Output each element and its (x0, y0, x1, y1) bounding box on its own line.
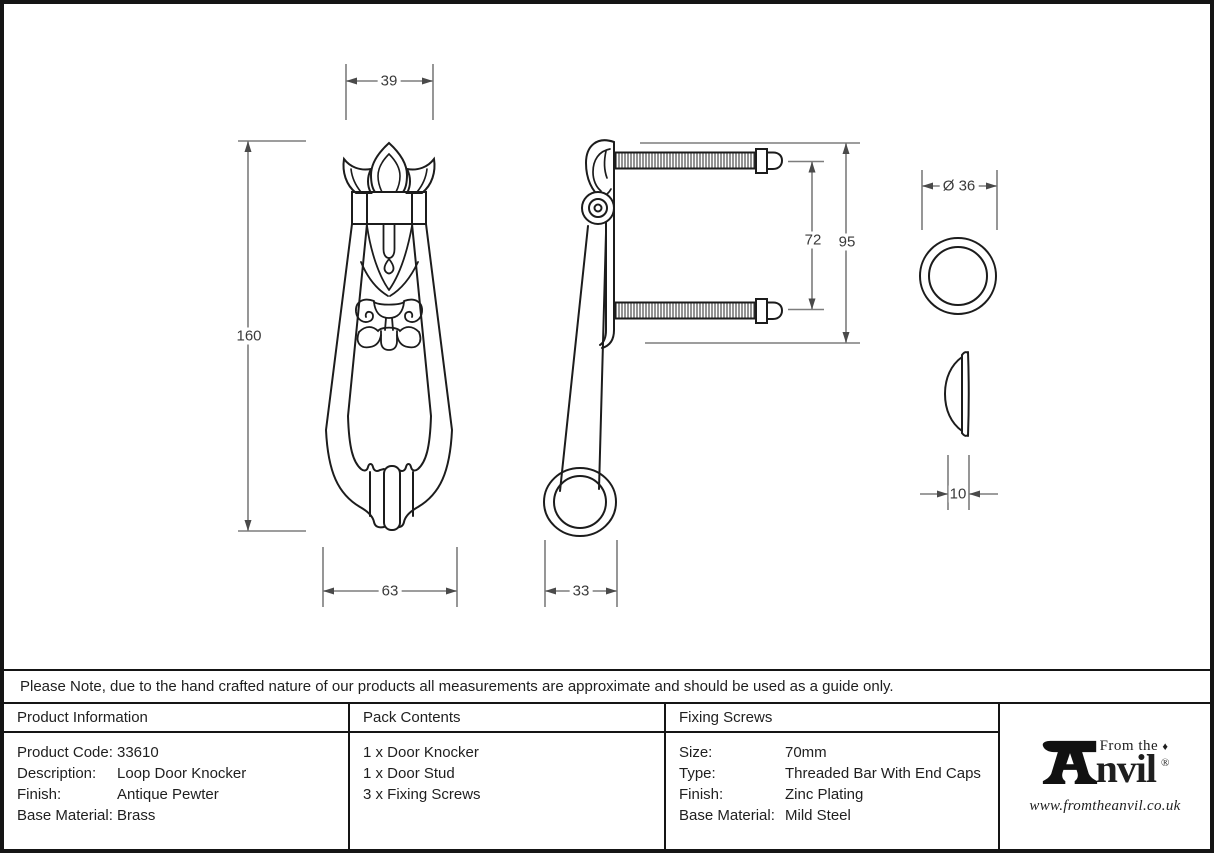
row-label: Type: (679, 765, 716, 782)
note-strip: Please Note, due to the hand crafted nat… (4, 669, 1210, 704)
row-label: Description: (17, 765, 97, 782)
product-information-body: Product Code: 33610 Description: Loop Do… (4, 733, 348, 826)
row-label: Product Code: (17, 744, 113, 761)
table-row: Base Material: Mild Steel (679, 805, 998, 826)
dimension-label-stud-depth: 10 (948, 485, 968, 503)
row-value: Brass (117, 807, 156, 824)
product-information-header: Product Information (4, 704, 348, 733)
list-item: 3 x Fixing Screws (363, 786, 481, 803)
dimension-label-front-top-width: 39 (377, 72, 401, 90)
dimension-label-side-bottom-width: 33 (569, 582, 593, 600)
list-item: 1 x Door Stud (363, 765, 455, 782)
diamond-icon: ♦ (1162, 741, 1169, 753)
row-value: Antique Pewter (117, 786, 219, 803)
logo-website: www.fromtheanvil.co.uk (1029, 798, 1181, 814)
dimension-lines (238, 64, 998, 607)
logo-prefix: From the ♦ (1100, 738, 1170, 755)
brand-name-text: nvil (1095, 746, 1157, 791)
fixing-screws-header: Fixing Screws (666, 704, 998, 733)
row-label: Base Material: (17, 807, 113, 824)
row-label: Base Material: (679, 807, 775, 824)
row-label: Size: (679, 744, 713, 761)
logo-row: From the ♦ nvil ® (1041, 738, 1170, 794)
logo-wordmark: From the ♦ nvil ® (1096, 738, 1170, 794)
table-row: Base Material: Brass (17, 805, 348, 826)
dimension-label-stud-diameter: Ø 36 (939, 177, 979, 195)
pack-contents-column: Pack Contents 1 x Door Knocker 1 x Door … (348, 704, 664, 849)
fixing-screws-body: Size: 70mm Type: Threaded Bar With End C… (666, 733, 998, 826)
front-view-drawing (324, 141, 454, 531)
from-the-anvil-logo: From the ♦ nvil ® www.fromtheanvil.co.uk (1029, 738, 1180, 815)
table-row: Finish: Zinc Plating (679, 784, 998, 805)
table-row: Finish: Antique Pewter (17, 784, 348, 805)
row-label: Finish: (17, 786, 62, 803)
stud-side-view-drawing (943, 351, 970, 437)
fixing-screws-column: Fixing Screws Size: 70mm Type: Threaded … (664, 704, 998, 849)
table-row: Type: Threaded Bar With End Caps (679, 763, 998, 784)
table-row: Size: 70mm (679, 742, 998, 763)
dimension-label-fixings-spacing: 72 (801, 231, 825, 249)
side-view-drawing (543, 139, 784, 537)
row-value: Mild Steel (785, 807, 851, 824)
note-text: Please Note, due to the hand crafted nat… (20, 678, 894, 695)
list-item: 1 x Door Knocker (363, 744, 479, 761)
dimension-label-front-bottom-width: 63 (378, 582, 402, 600)
row-value: Zinc Plating (785, 786, 864, 803)
registered-trademark: ® (1161, 757, 1170, 769)
anvil-icon (1042, 740, 1097, 784)
pack-contents-body: 1 x Door Knocker 1 x Door Stud 3 x Fixin… (350, 733, 664, 805)
spec-table: Product Information Product Code: 33610 … (4, 704, 1210, 849)
row-label: Finish: (679, 786, 724, 803)
logo-prefix-text: From the (1099, 738, 1159, 754)
row-value: 33610 (117, 744, 159, 761)
row-value: Threaded Bar With End Caps (785, 765, 981, 782)
row-value: Loop Door Knocker (117, 765, 247, 782)
product-information-column: Product Information Product Code: 33610 … (4, 704, 348, 849)
dimension-arrowheads (244, 77, 997, 595)
table-row: Description: Loop Door Knocker (17, 763, 348, 784)
pack-contents-header: Pack Contents (350, 704, 664, 733)
row-value: 70mm (785, 744, 827, 761)
logo-brand-name: nvil ® (1096, 749, 1170, 794)
stud-front-view-drawing (919, 237, 997, 315)
brand-logo-cell: From the ♦ nvil ® www.fromtheanvil.co.uk (998, 704, 1210, 849)
dimension-label-front-height: 160 (233, 327, 265, 345)
table-row: Product Code: 33610 (17, 742, 348, 763)
dimension-label-overall-height: 95 (835, 233, 859, 251)
